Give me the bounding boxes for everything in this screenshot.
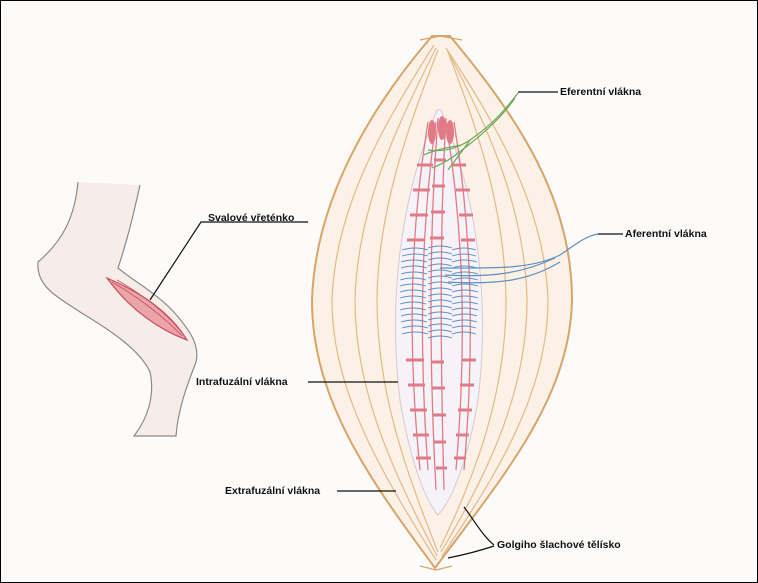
- label-afferent-fibers: Aferentní vlákna: [625, 229, 707, 240]
- leg-sketch: [38, 182, 197, 436]
- label-efferent-fibers: Eferentní vlákna: [560, 87, 641, 98]
- label-muscle-spindle: Svalové vřeténko: [208, 213, 294, 224]
- golgi-leader-upper: [464, 507, 494, 545]
- label-golgi-tendon-organ: Golgiho šlachové tělísko: [497, 540, 621, 551]
- label-extrafusal-fibers: Extrafuzální vlákna: [225, 486, 320, 497]
- golgi-leader-lower: [448, 546, 494, 558]
- spindle-leader: [150, 222, 308, 300]
- leg-outline: [38, 182, 197, 436]
- label-intrafusal-fibers: Intrafuzální vlákna: [196, 377, 288, 388]
